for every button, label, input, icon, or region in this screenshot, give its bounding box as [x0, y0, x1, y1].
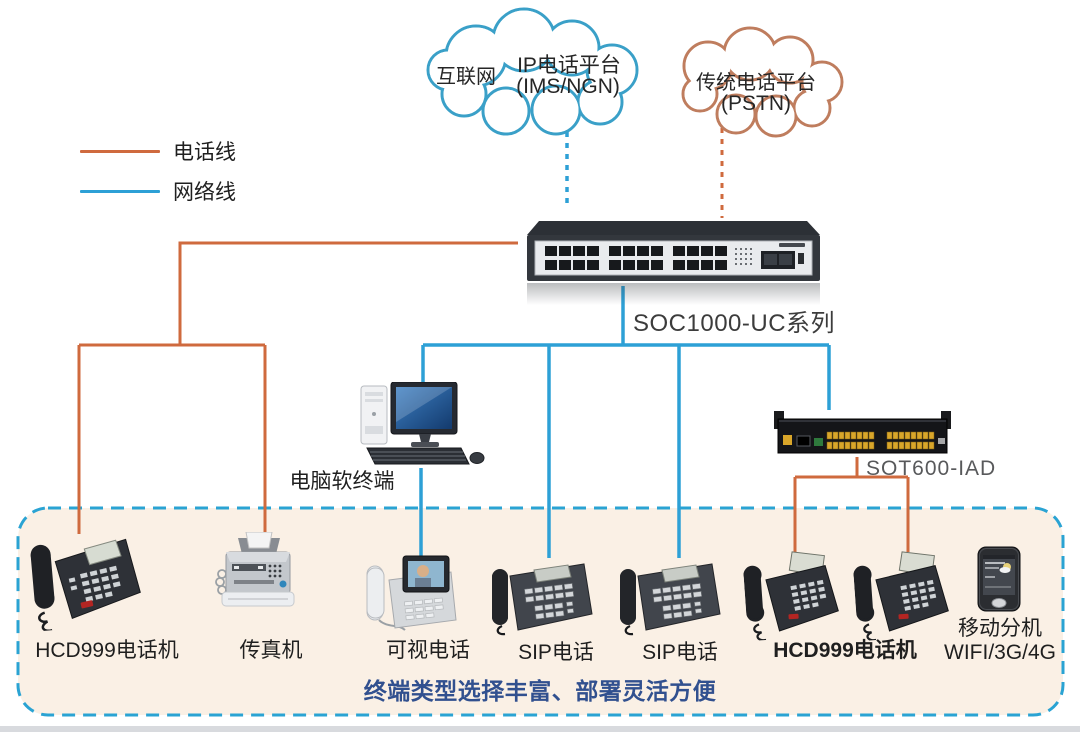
internet-cloud: 互联网 IP电话平台 (IMS/NGN) [420, 6, 650, 136]
switch-brand-logo [779, 243, 805, 247]
sip-phone-keys [652, 583, 703, 620]
phone-red-key [788, 613, 799, 620]
terminal-mobile-label-line1: 移动分机 [958, 617, 1042, 640]
phone-line-label: 电话线 [173, 141, 236, 164]
phone-handset [743, 566, 764, 619]
bottom-edge-strip [0, 726, 1080, 732]
terminal-sip-phone-1-image [492, 556, 594, 640]
phone-keypad [790, 579, 827, 611]
fax-keypad [268, 564, 282, 578]
pstn-cloud-subtitle: (PSTN) [721, 92, 791, 115]
terminal-hcd999-right-label: HCD999电话机 [773, 639, 917, 662]
terminal-mobile-image [975, 546, 1025, 616]
phone-handset [853, 566, 874, 619]
network-line-swatch [80, 189, 160, 193]
internet-cloud-title: IP电话平台 [517, 54, 621, 77]
terminal-mobile-label-line2: WIFI/3G/4G [944, 641, 1057, 664]
switch-port-blocks [545, 246, 727, 270]
phone-handset [30, 546, 55, 607]
internet-cloud-shape [426, 7, 639, 136]
internet-cloud-subtitle: (IMS/NGN) [516, 75, 620, 98]
iad-terminal-block [814, 438, 823, 446]
switch-label: SOC1000-UC系列 [633, 310, 836, 337]
terminal-hcd999-left-image [26, 528, 146, 632]
fax-logo-dot [279, 580, 287, 588]
legend-network-line: 网络线 [80, 176, 236, 206]
pstn-cloud-title: 传统电话平台 [696, 72, 816, 94]
iad-power-inlet [796, 435, 811, 447]
terminal-fax-label: 传真机 [239, 639, 303, 662]
sip-phone-keys [524, 583, 575, 620]
mobile-home-button [991, 598, 1007, 608]
softphone-computer-image [353, 382, 488, 474]
network-line-label: 网络线 [173, 181, 236, 204]
iad-warning-label [783, 435, 792, 445]
legend-phone-line: 电话线 [80, 136, 236, 166]
video-phone-keys [403, 597, 444, 621]
terminal-hcd999-right-image-1 [742, 547, 843, 642]
sip-phone-display [661, 564, 700, 583]
soc1000-switch-image [515, 215, 830, 307]
iad-fxs-ports [826, 431, 935, 450]
sip-phone-handset [492, 570, 508, 624]
sip-phone-display [533, 564, 572, 583]
sip-phone-handset [620, 570, 636, 624]
phone-red-key [898, 613, 909, 620]
phone-keypad [68, 565, 121, 609]
video-phone-cord [378, 619, 406, 631]
softphone-label: 电脑软终端 [289, 470, 395, 493]
phone-display [83, 539, 122, 566]
terminal-hcd999-right-image-2 [852, 547, 953, 642]
terminal-sip-phone-1-label: SIP电话 [518, 641, 594, 664]
terminal-sip-phone-2-image [620, 556, 722, 640]
network-lines [419, 132, 831, 558]
phone-line-swatch [80, 149, 160, 153]
footer-caption: 终端类型选择丰富、部署灵活方便 [363, 678, 717, 704]
fax-handset-cord [215, 569, 227, 595]
terminal-fax-image [212, 532, 304, 614]
sot600-iad-image [770, 405, 955, 460]
pstn-cloud: 传统电话平台 (PSTN) [666, 26, 846, 138]
internet-cloud-name: 互联网 [436, 66, 496, 88]
terminal-hcd999-left-label: HCD999电话机 [35, 639, 179, 662]
pstn-cloud-shape [681, 26, 844, 138]
terminal-video-phone-label: 可视电话 [386, 639, 470, 662]
video-phone-handset [366, 567, 385, 619]
iad-label: SOT600-IAD [866, 457, 997, 480]
mobile-screen [983, 555, 1015, 595]
handset-cord [38, 611, 53, 632]
phone-lines [77, 128, 910, 552]
terminal-sip-phone-2-label: SIP电话 [642, 641, 718, 664]
terminal-video-phone-image [365, 552, 457, 634]
fax-paper [245, 532, 273, 549]
phone-red-key [80, 600, 94, 609]
pc-mouse [469, 452, 485, 464]
switch-vent-dots [735, 248, 752, 265]
phone-keypad [900, 579, 937, 611]
fax-control-strip [232, 564, 266, 571]
